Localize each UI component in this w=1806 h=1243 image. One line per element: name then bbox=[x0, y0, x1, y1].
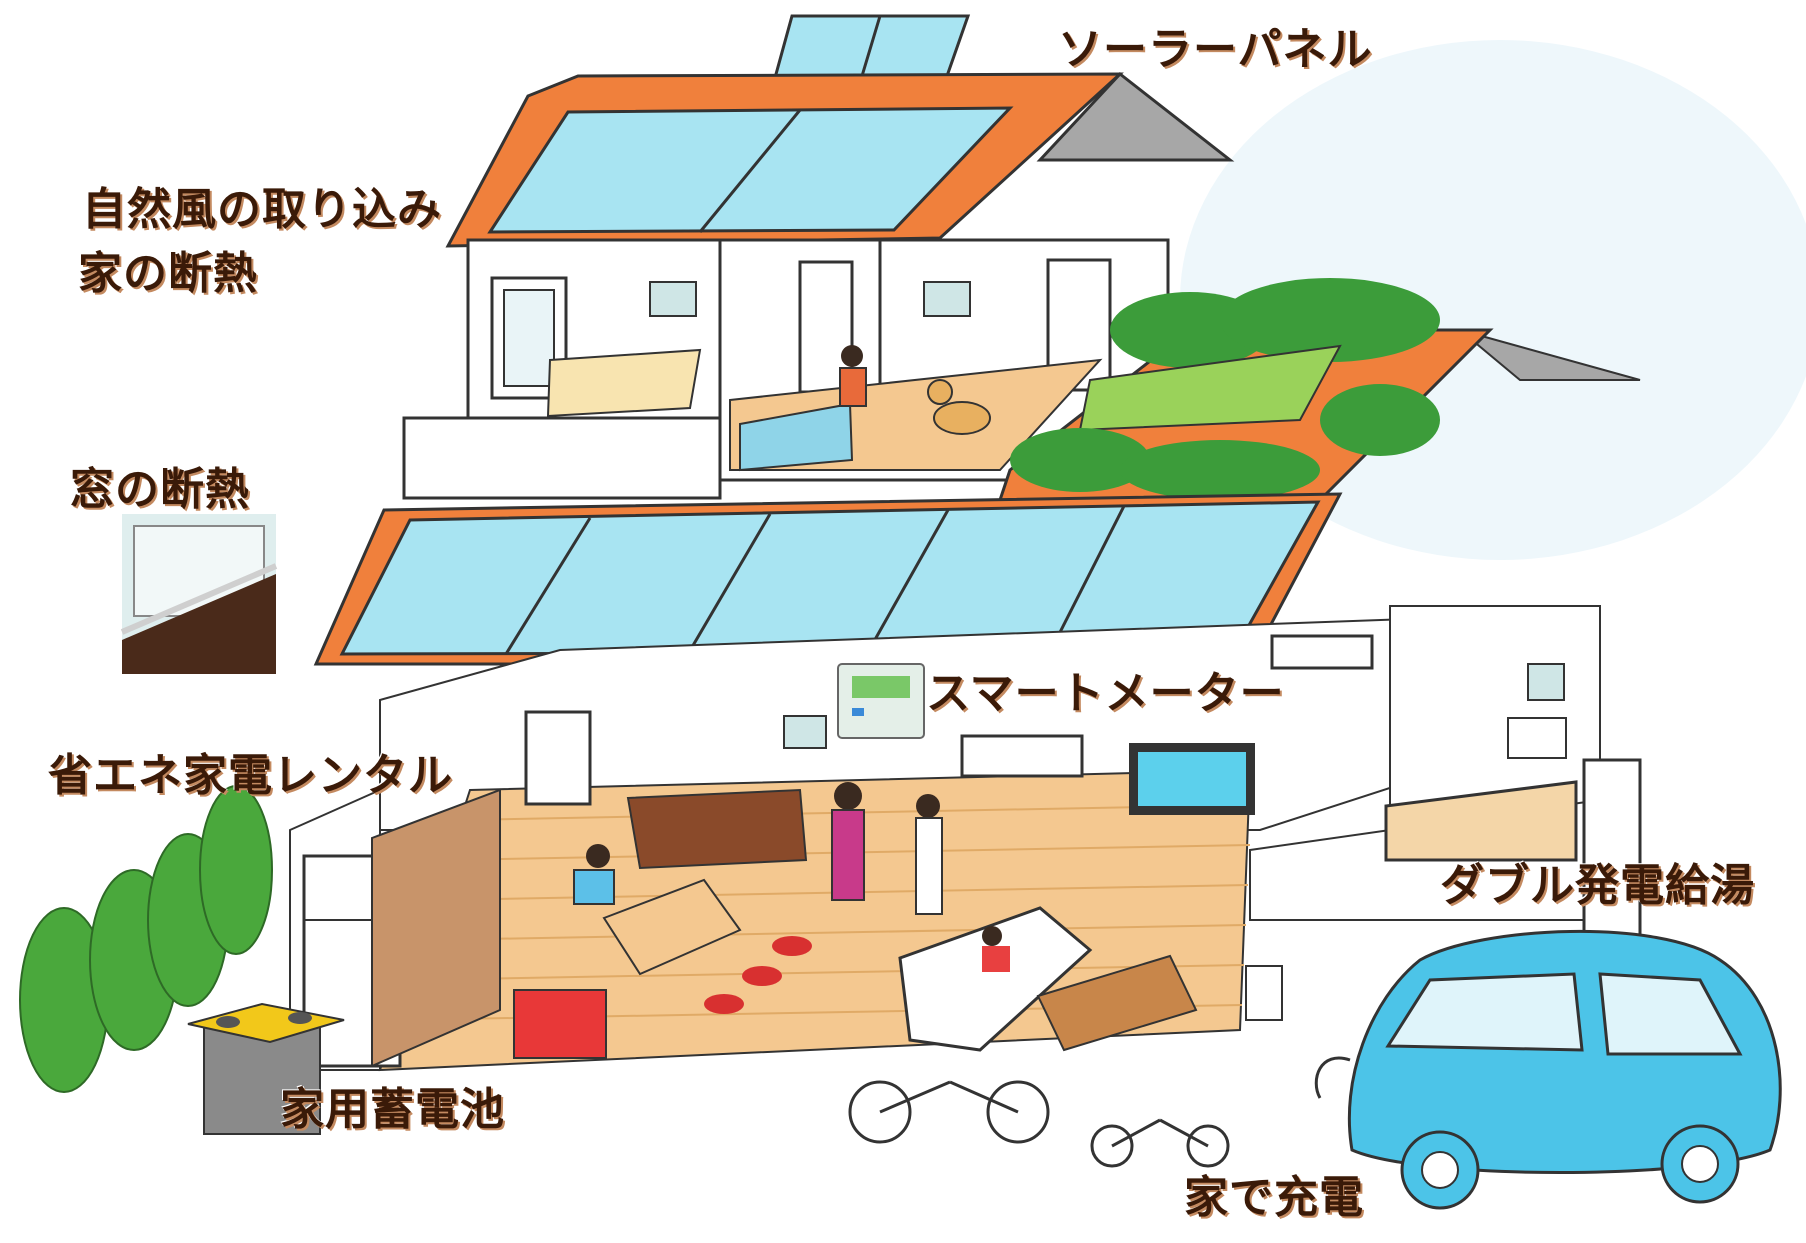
label-natural-wind: 自然風の取り込み bbox=[82, 184, 442, 235]
ground-floor bbox=[289, 605, 1642, 1168]
smart-meter-illustration bbox=[837, 663, 925, 739]
label-appliance-rental: 省エネ家電レンタル bbox=[48, 750, 453, 801]
window-insulation-sample bbox=[120, 514, 278, 674]
label-house-insulation: 家の断熱 bbox=[78, 248, 258, 299]
label-solar-panel: ソーラーパネル bbox=[1058, 24, 1373, 75]
upper-roof bbox=[445, 71, 1235, 248]
trees bbox=[19, 785, 273, 1093]
electric-car-illustration bbox=[1314, 930, 1782, 1210]
label-home-battery: 家用蓄電池 bbox=[280, 1084, 505, 1135]
label-home-charging: 家で充電 bbox=[1184, 1172, 1364, 1223]
label-window-insulation: 窓の断熱 bbox=[70, 464, 250, 515]
label-double-power-hot-water: ダブル発電給湯 bbox=[1440, 860, 1755, 911]
battery-illustration bbox=[187, 1002, 345, 1135]
label-smart-meter: スマートメーター bbox=[926, 668, 1285, 719]
middle-roof bbox=[313, 492, 1343, 666]
roof-garden bbox=[997, 278, 1641, 502]
